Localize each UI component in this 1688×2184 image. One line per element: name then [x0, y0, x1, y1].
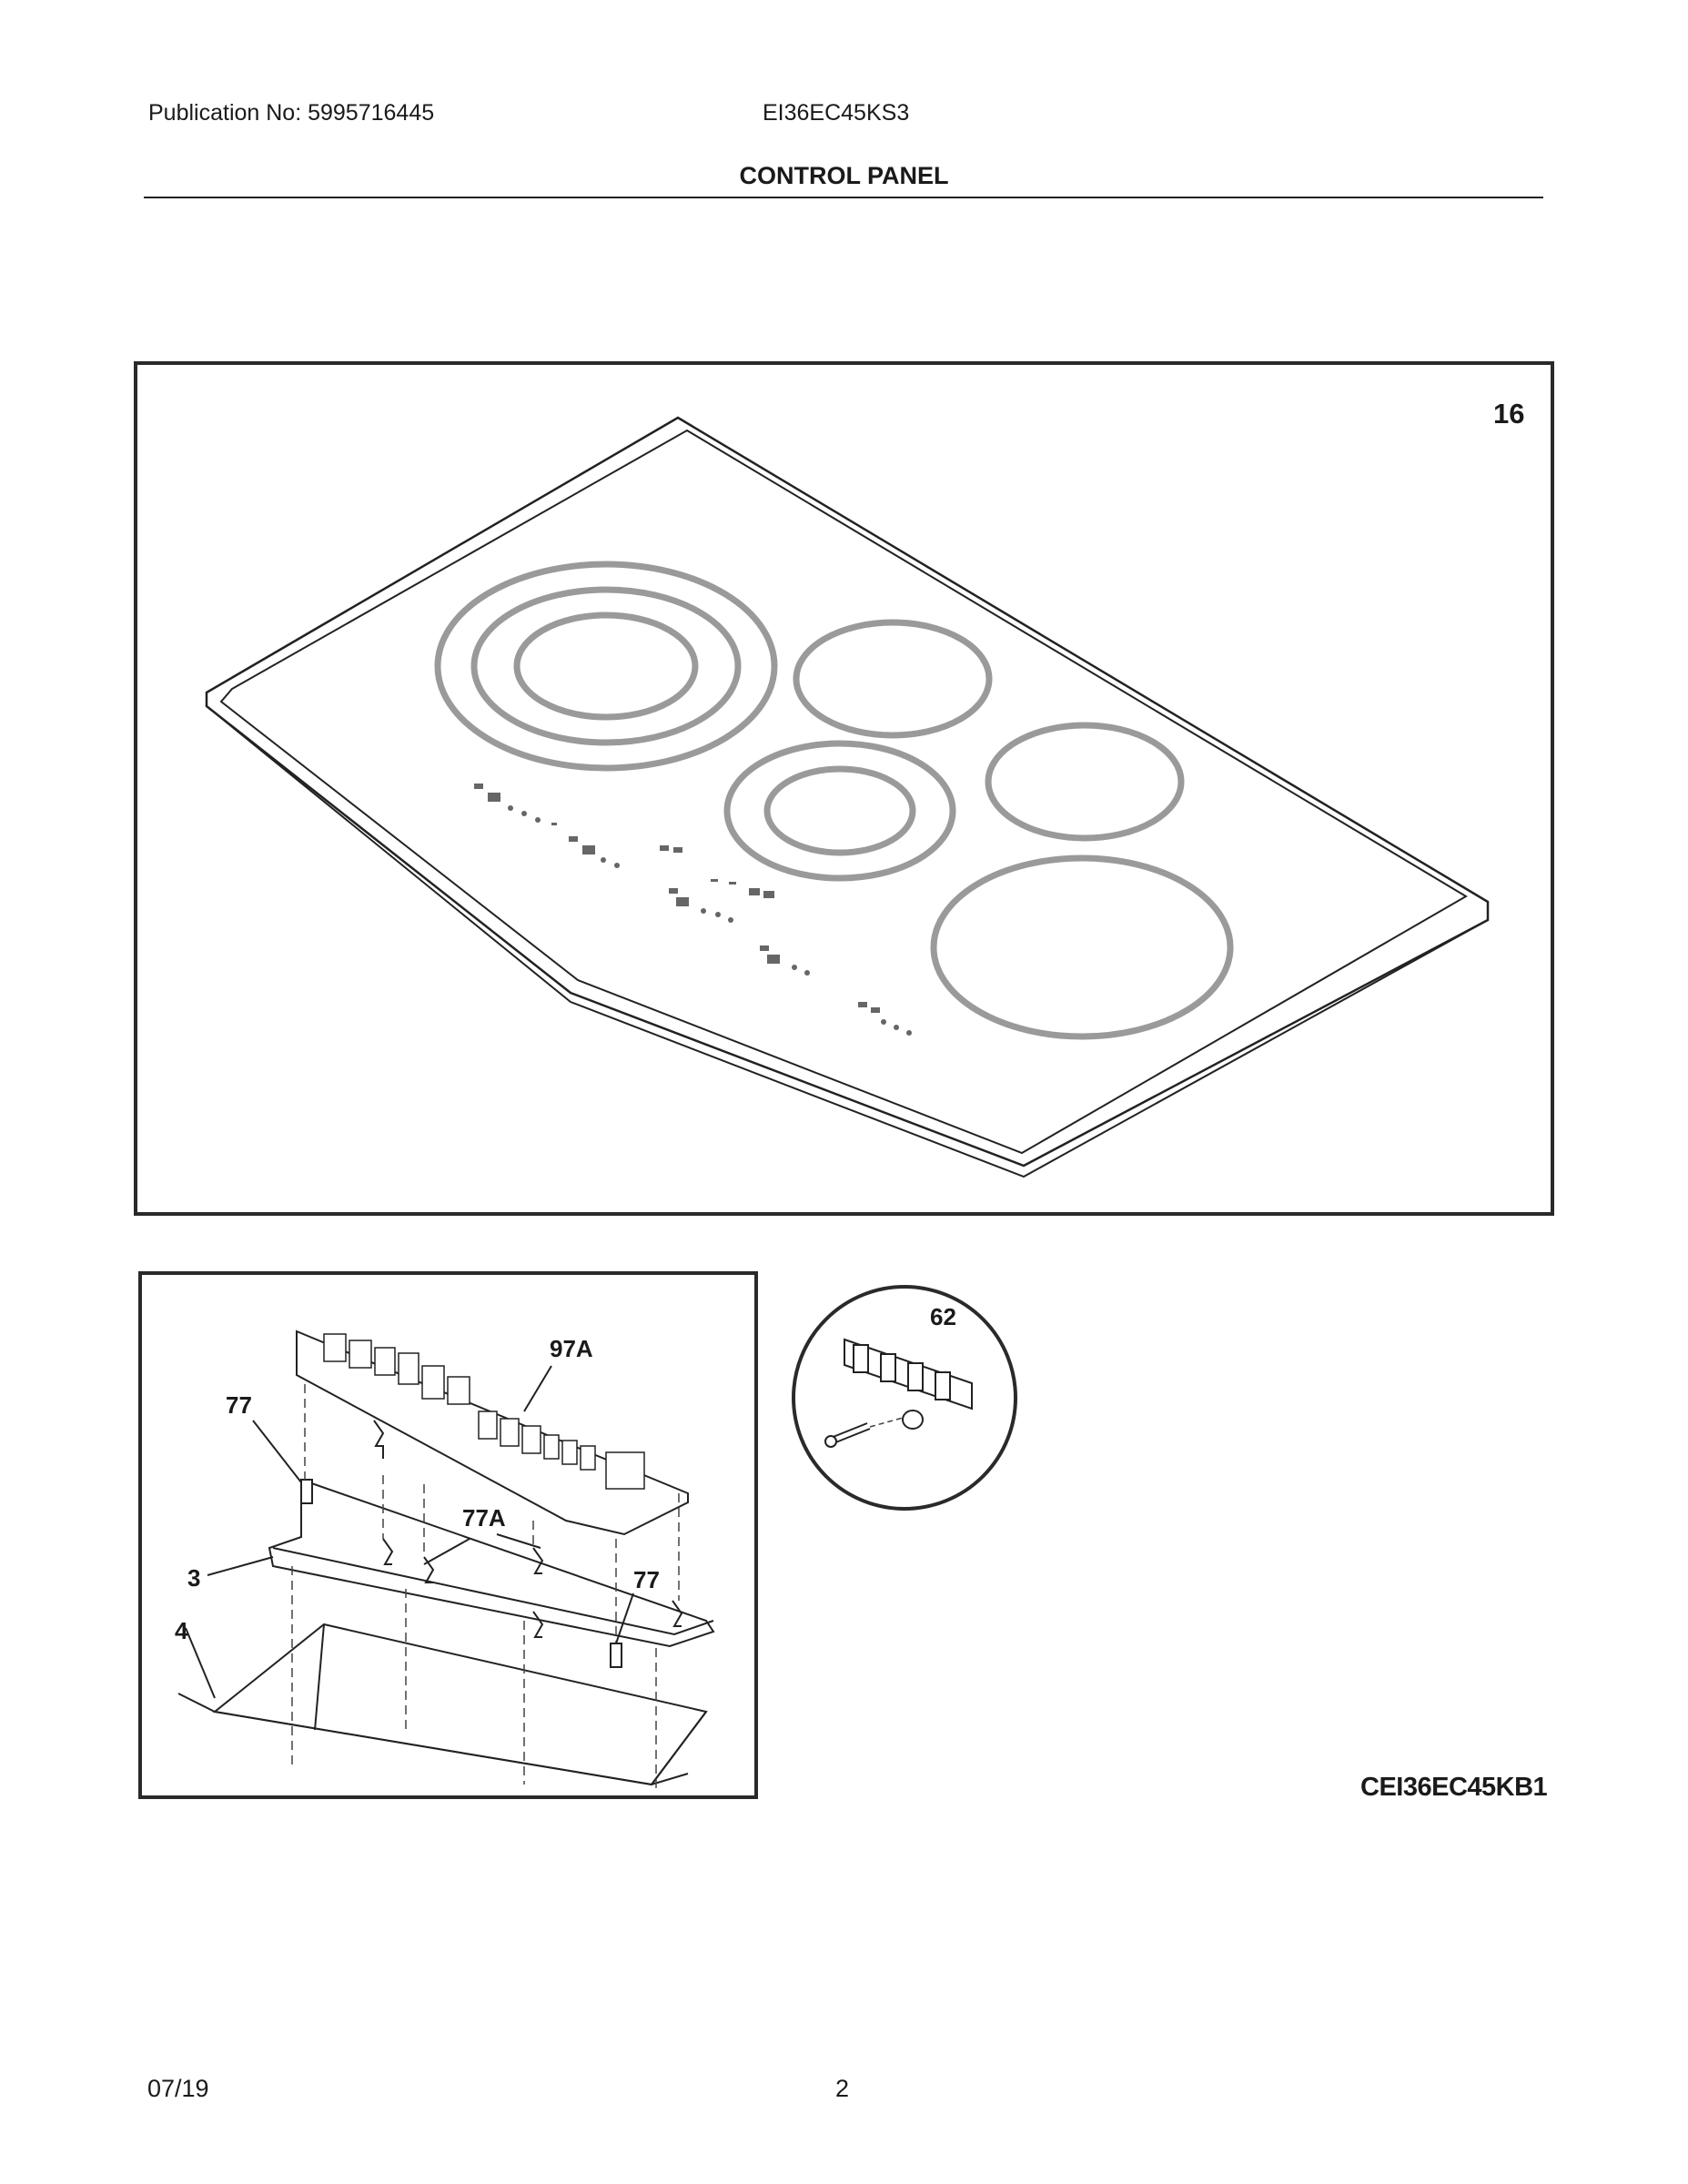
callout-16: 16: [1493, 398, 1525, 430]
header-rule: [144, 197, 1543, 198]
cooktop-figure: 16: [134, 361, 1554, 1216]
footer-date: 07/19: [147, 2075, 209, 2102]
cooktop-drawing: [205, 416, 1490, 1178]
control-board-drawing: [177, 1330, 715, 1792]
callout-3: 3: [187, 1564, 201, 1592]
publication-number: Publication No: 5995716445: [148, 100, 435, 126]
touch-controls: [474, 784, 912, 1036]
page-number: 2: [835, 2075, 850, 2102]
callout-77-right: 77: [633, 1566, 660, 1593]
figure-code: CEI36EC45KB1: [1360, 1773, 1548, 1802]
section-title: CONTROL PANEL: [739, 162, 949, 189]
control-board-figure: 97A 77 77A 3 77 4: [138, 1271, 758, 1799]
callout-77-left: 77: [226, 1391, 252, 1419]
callout-62: 62: [930, 1303, 956, 1330]
callout-4: 4: [175, 1617, 188, 1644]
callout-97a: 97A: [550, 1335, 593, 1362]
model-number: EI36EC45KS3: [763, 100, 910, 126]
terminal-block-detail: 62: [790, 1283, 1019, 1512]
callout-77a: 77A: [462, 1504, 506, 1532]
